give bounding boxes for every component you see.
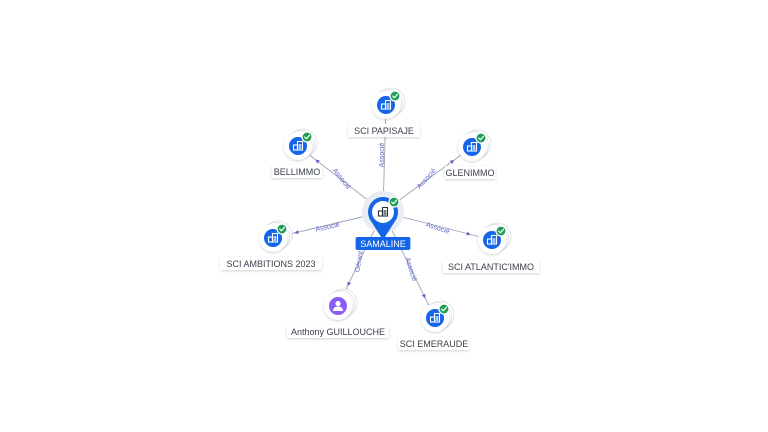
- graph-node-company[interactable]: BELLIMMO: [271, 128, 323, 178]
- node-label: SCI ATLANTIC'IMMO: [448, 262, 534, 272]
- building-icon: [466, 141, 478, 152]
- node-label-bg: [220, 257, 322, 270]
- edge-label: Associé: [315, 222, 341, 234]
- node-label: BELLIMMO: [274, 167, 321, 177]
- graph-node-company[interactable]: SCI EMERAUDE: [398, 300, 470, 350]
- node-label: GLENIMMO: [445, 168, 494, 178]
- check-badge-icon: [301, 131, 313, 143]
- check-badge-icon: [475, 132, 487, 144]
- graph-node-company[interactable]: SCI AMBITIONS 2023: [220, 220, 322, 270]
- node-label: SCI AMBITIONS 2023: [226, 259, 315, 269]
- building-icon: [267, 232, 279, 243]
- node-label: SCI EMERAUDE: [400, 339, 469, 349]
- check-badge-icon: [438, 303, 450, 315]
- building-icon: [377, 206, 389, 217]
- building-icon: [292, 140, 304, 151]
- center-node[interactable]: SAMALINE: [355, 191, 411, 250]
- check-badge-icon: [276, 223, 288, 235]
- edge-label: Associé: [425, 221, 451, 235]
- node-label-bg: [348, 124, 420, 137]
- center-label-bg: [355, 237, 411, 250]
- node-label-bg: [444, 166, 496, 179]
- building-icon: [486, 234, 498, 245]
- edge-arrow: [449, 159, 455, 164]
- edge-label: Associé: [331, 167, 352, 191]
- node-label-bg: [398, 337, 470, 350]
- edge-arrow: [347, 281, 352, 287]
- graph-node-company[interactable]: SCI PAPISAJE: [348, 87, 420, 137]
- building-icon: [429, 312, 441, 323]
- node-label-bg: [442, 260, 540, 273]
- person-icon: [333, 300, 343, 311]
- edge-label: Associé: [416, 167, 438, 190]
- edge-arrow: [315, 159, 320, 164]
- node-label: SCI PAPISAJE: [354, 126, 414, 136]
- edge-arrow: [294, 230, 299, 234]
- node-label-bg: [287, 325, 389, 338]
- graph-node-company[interactable]: GLENIMMO: [444, 129, 496, 179]
- edge-label: Associé: [403, 257, 417, 283]
- node-label: Anthony GUILLOUCHE: [291, 327, 385, 337]
- edge-label: Associé: [379, 143, 386, 168]
- edge-arrow: [421, 293, 426, 299]
- edge-arrow: [466, 231, 471, 236]
- graph-node-person[interactable]: Anthony GUILLOUCHE: [287, 288, 389, 338]
- check-badge-icon: [389, 90, 401, 102]
- building-icon: [380, 99, 392, 110]
- graph-node-company[interactable]: SCI ATLANTIC'IMMO: [442, 222, 540, 273]
- node-label-bg: [271, 165, 323, 178]
- center-label: SAMALINE: [360, 239, 406, 249]
- check-badge-icon: [495, 225, 507, 237]
- edge-label: Gérant: [354, 251, 365, 273]
- check-badge-icon: [388, 196, 400, 208]
